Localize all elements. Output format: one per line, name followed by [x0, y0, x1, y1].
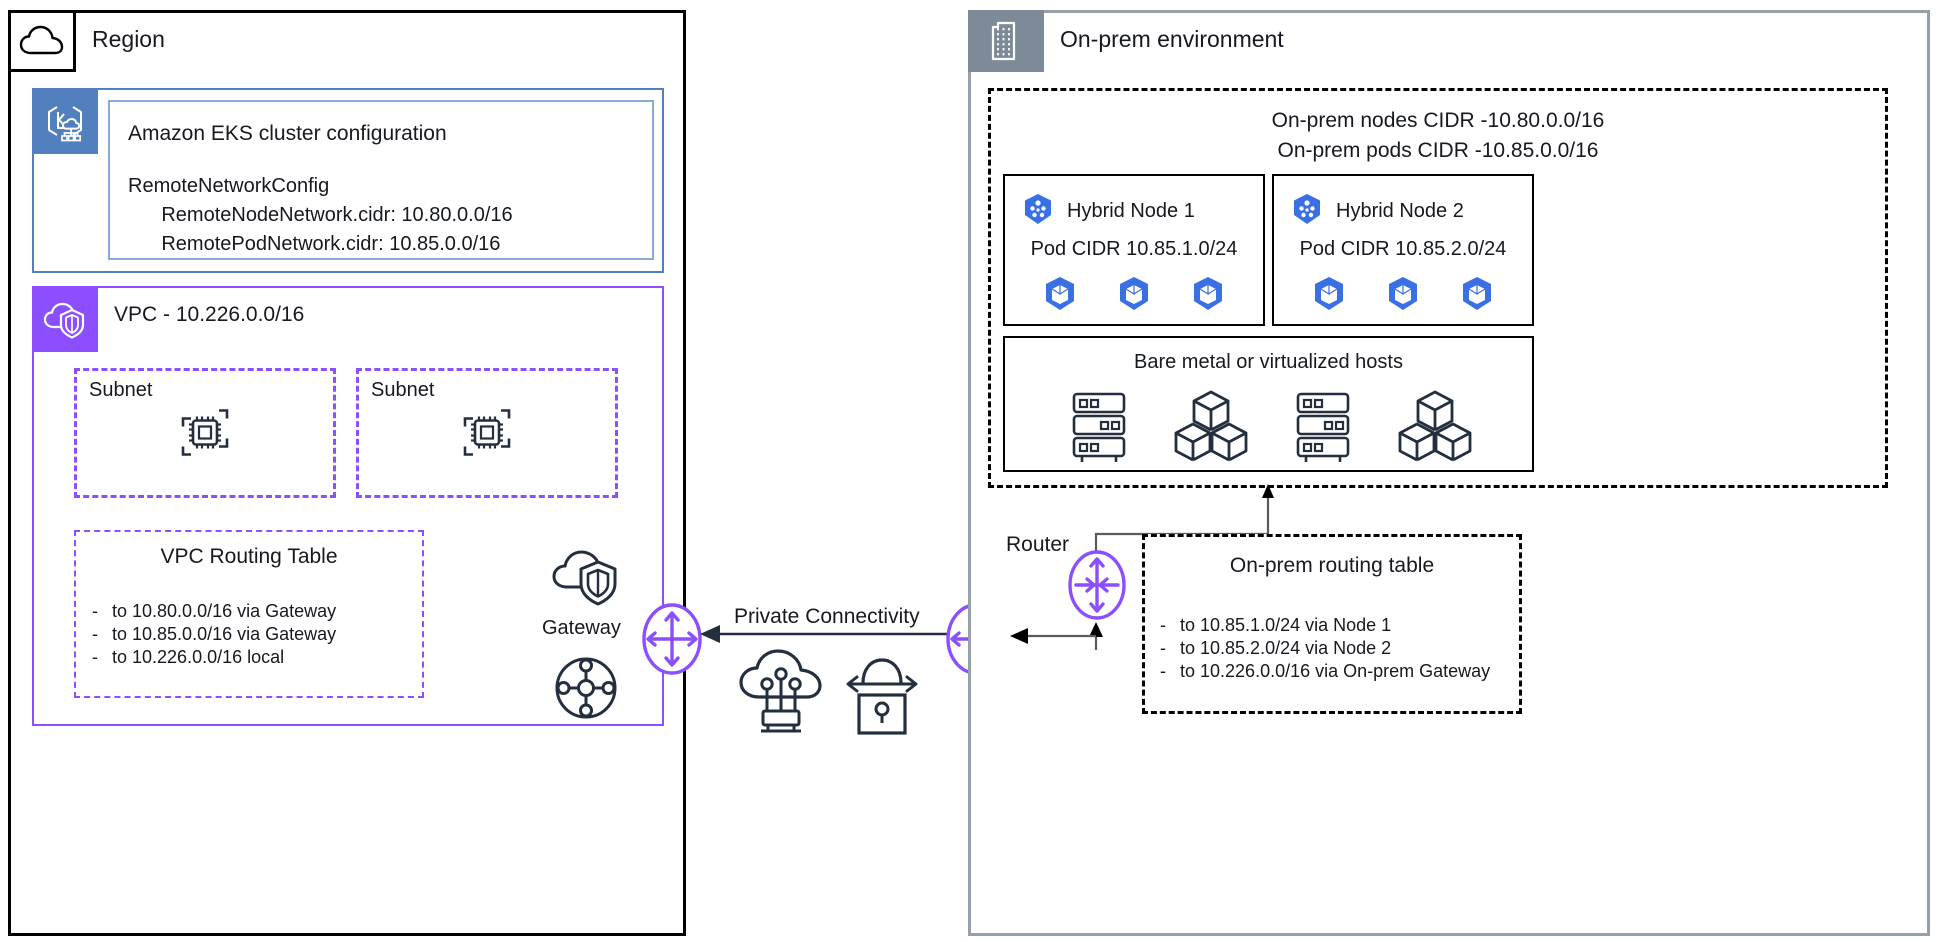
route-row: - to 10.226.0.0/16 via On-prem Gateway — [1160, 660, 1490, 683]
direct-connect-cloud-icon — [733, 645, 829, 744]
vpc-title: VPC - 10.226.0.0/16 — [114, 303, 305, 326]
pod-icon — [1460, 276, 1494, 317]
pod-icon — [1117, 276, 1151, 317]
bullet-dash: - — [92, 624, 98, 644]
vpc-routing-table-routes: - to 10.80.0.0/16 via Gateway - to 10.85… — [92, 600, 336, 669]
onprem-routing-table-title: On-prem routing table — [1229, 554, 1435, 577]
subnet-label: Subnet — [89, 379, 153, 401]
containers-icon — [1398, 388, 1472, 469]
route-row: - to 10.85.0.0/16 via Gateway — [92, 623, 336, 646]
network-hub-icon — [551, 653, 621, 728]
server-rack-icon — [1290, 388, 1356, 469]
onprem-nodes-cidr: On-prem nodes CIDR -10.80.0.0/16 — [1271, 109, 1605, 132]
route-row: - to 10.226.0.0/16 local — [92, 646, 336, 669]
route-text: to 10.85.2.0/24 via Node 2 — [1180, 638, 1392, 658]
subnet-box-1: Subnet — [74, 368, 336, 498]
hybrid-node-pods — [1274, 276, 1532, 317]
vpn-lock-icon — [841, 643, 923, 744]
bare-metal-hosts-title: Bare metal or virtualized hosts — [1133, 351, 1403, 373]
subnet-box-2: Subnet — [356, 368, 618, 498]
ec2-instances-icon — [169, 397, 241, 474]
onprem-cidr-lines: On-prem nodes CIDR -10.80.0.0/16 On-prem… — [988, 106, 1888, 166]
bullet-dash: - — [92, 601, 98, 621]
bullet-dash: - — [1160, 615, 1166, 635]
route-text: to 10.85.1.0/24 via Node 1 — [1180, 615, 1392, 635]
eks-remote-network-config: RemoteNetworkConfig RemoteNodeNetwork.ci… — [128, 175, 513, 255]
bare-metal-hosts-icons — [1003, 388, 1534, 469]
amazon-eks-icon — [32, 88, 98, 154]
onprem-routing-table-routes: - to 10.85.1.0/24 via Node 1 - to 10.85.… — [1160, 614, 1490, 683]
ec2-instances-icon — [451, 397, 523, 474]
hybrid-node-pods — [1005, 276, 1263, 317]
building-icon — [968, 10, 1044, 72]
bullet-dash: - — [1160, 661, 1166, 681]
pod-icon — [1043, 276, 1077, 317]
gateway-label: Gateway — [542, 617, 621, 639]
hybrid-node-pod-cidr: Pod CIDR 10.85.1.0/24 — [1030, 238, 1238, 260]
route-text: to 10.226.0.0/16 local — [112, 647, 285, 667]
kubernetes-icon — [1290, 192, 1324, 231]
eks-config-title: Amazon EKS cluster configuration — [128, 122, 447, 145]
hybrid-node-header: Hybrid Node 1 — [1021, 192, 1195, 231]
subnet-label: Subnet — [371, 379, 435, 401]
bullet-dash: - — [1160, 638, 1166, 658]
pod-icon — [1386, 276, 1420, 317]
route-text: to 10.226.0.0/16 via On-prem Gateway — [1180, 661, 1491, 681]
hybrid-node-title: Hybrid Node 1 — [1067, 200, 1195, 222]
kubernetes-icon — [1021, 192, 1055, 231]
hybrid-node-box-1: Hybrid Node 1 Pod CIDR 10.85.1.0/24 — [1003, 174, 1265, 326]
region-title: Region — [92, 26, 165, 52]
hybrid-node-header: Hybrid Node 2 — [1290, 192, 1464, 231]
route-text: to 10.85.0.0/16 via Gateway — [112, 624, 337, 644]
eks-config-inner-box — [108, 100, 654, 260]
vpc-shield-icon — [32, 286, 98, 352]
server-rack-icon — [1066, 388, 1132, 469]
bullet-dash: - — [92, 647, 98, 667]
cloud-icon — [8, 10, 76, 72]
pod-icon — [1312, 276, 1346, 317]
hybrid-node-box-2: Hybrid Node 2 Pod CIDR 10.85.2.0/24 — [1272, 174, 1534, 326]
router-icon — [1066, 546, 1128, 629]
route-row: - to 10.85.1.0/24 via Node 1 — [1160, 614, 1490, 637]
onprem-routing-table-box — [1142, 534, 1522, 714]
onprem-environment-title: On-prem environment — [1060, 26, 1284, 52]
private-connectivity-label: Private Connectivity — [734, 605, 920, 628]
vpc-routing-table-title: VPC Routing Table — [160, 545, 338, 568]
onprem-pods-cidr: On-prem pods CIDR -10.85.0.0/16 — [1277, 139, 1599, 162]
containers-icon — [1174, 388, 1248, 469]
route-text: to 10.80.0.0/16 via Gateway — [112, 601, 337, 621]
cloud-shield-icon — [549, 543, 623, 618]
route-row: - to 10.85.2.0/24 via Node 2 — [1160, 637, 1490, 660]
vpc-routing-table-box — [74, 530, 424, 698]
hybrid-node-pod-cidr: Pod CIDR 10.85.2.0/24 — [1299, 238, 1507, 260]
hybrid-node-title: Hybrid Node 2 — [1336, 200, 1464, 222]
aws-gateway-icon — [641, 600, 703, 683]
pod-icon — [1191, 276, 1225, 317]
route-row: - to 10.80.0.0/16 via Gateway — [92, 600, 336, 623]
router-label: Router — [1006, 533, 1070, 556]
